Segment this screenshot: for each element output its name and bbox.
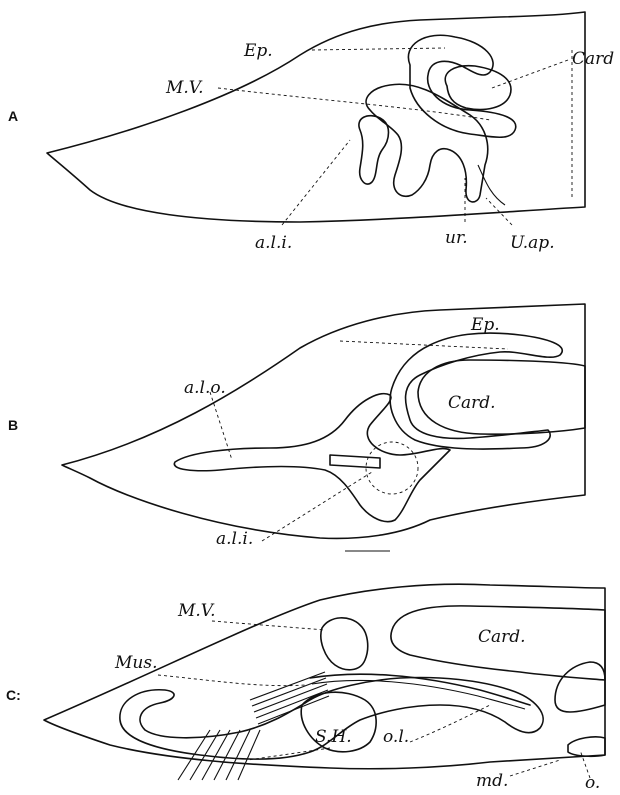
panel-b-cardiac-cavity	[418, 360, 585, 434]
label-c-md: md.	[476, 771, 508, 791]
leader-a-card	[492, 60, 568, 88]
panel-b-outline	[62, 304, 585, 538]
label-b-ep: Ep.	[470, 315, 500, 335]
panel-a-cardiac-cavity	[445, 66, 511, 110]
label-a-ali: a.l.i.	[255, 233, 292, 253]
label-a-card: Card	[572, 49, 614, 69]
label-a-ur: ur.	[445, 228, 468, 248]
label-c-sh: S.H.	[315, 727, 352, 747]
panel-a-left-loop	[359, 116, 389, 184]
panel-c-oblique-band	[310, 674, 530, 705]
panel-b-epicardium	[390, 333, 562, 449]
panel-a-outline	[47, 12, 585, 222]
panel-a-inner-loop	[366, 84, 488, 202]
panel-letter-a: A	[8, 108, 18, 124]
panel-a: A Ep. M.V. Card a.l.i. ur. U.ap.	[8, 12, 614, 253]
leader-c-md	[510, 760, 560, 776]
panel-c-mv-cushion	[321, 618, 368, 670]
label-c-o: o.	[585, 773, 600, 793]
panel-letter-b: B	[8, 417, 18, 433]
leader-a-ep	[312, 48, 445, 50]
panel-b: B Ep. a.l.o. Card. a.l.i.	[8, 304, 585, 551]
panel-c-right-outline	[555, 662, 605, 712]
leader-b-ali	[262, 472, 372, 541]
panel-c-right-loop	[568, 737, 605, 756]
leader-a-mv	[218, 88, 490, 120]
label-a-ep: Ep.	[243, 41, 273, 61]
label-b-ali: a.l.i.	[216, 529, 253, 549]
label-b-card: Card.	[448, 393, 496, 413]
label-c-card: Card.	[478, 627, 526, 647]
label-b-alo: a.l.o.	[184, 378, 226, 398]
leader-c-mus	[158, 675, 305, 686]
label-c-mus: Mus.	[114, 653, 157, 673]
panel-c: C: M.V. Mus. Car	[6, 584, 605, 793]
panel-a-epicardium-fold	[408, 35, 515, 137]
leader-c-mv	[212, 621, 325, 630]
panel-letter-c: C:	[6, 687, 21, 703]
label-a-mv: M.V.	[165, 78, 204, 98]
label-c-ol: o.l.	[383, 727, 409, 747]
label-c-mv: M.V.	[177, 601, 216, 621]
label-a-uap: U.ap.	[510, 233, 555, 253]
panel-b-connecting-channel	[330, 455, 380, 468]
leader-c-ol	[410, 705, 490, 742]
leader-a-ali	[282, 140, 350, 225]
